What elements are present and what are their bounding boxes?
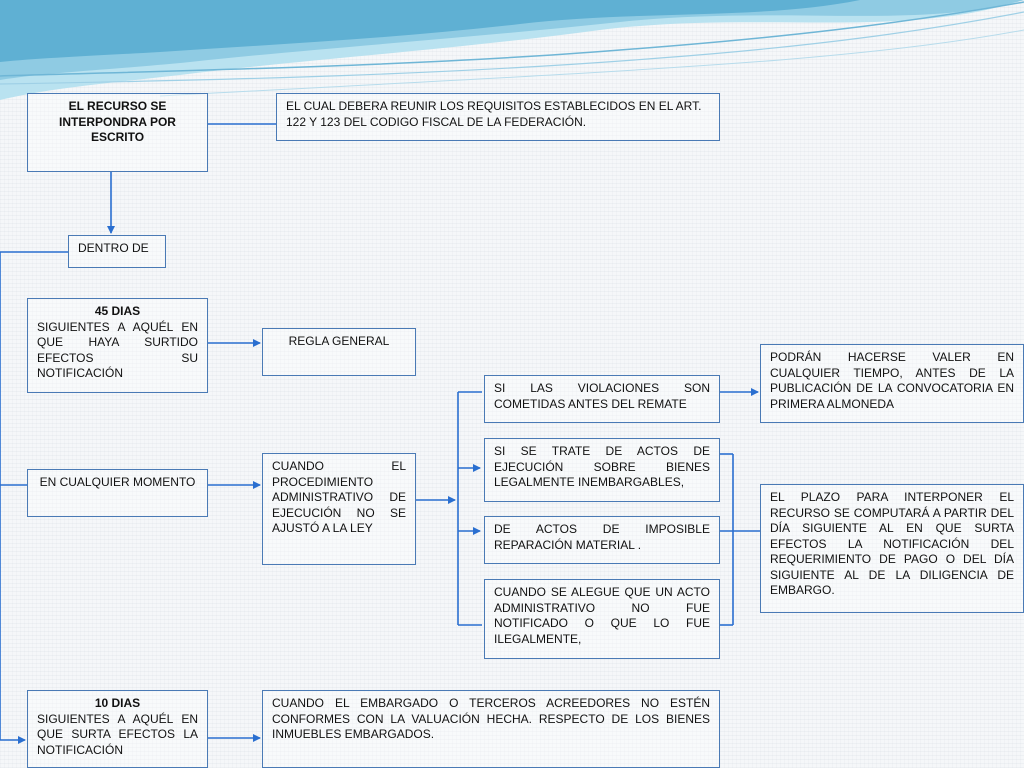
box-violaciones-text: SI LAS VIOLACIONES SON COMETIDAS ANTES D…	[494, 381, 710, 411]
box-no-notificado: CUANDO SE ALEGUE QUE UN ACTO ADMINISTRAT…	[484, 579, 720, 659]
box-45-dias-text: SIGUIENTES A AQUÉL EN QUE HAYA SURTIDO E…	[37, 319, 198, 381]
box-escrito-text: EL RECURSO SE INTERPONDRA POR ESCRITO	[59, 99, 176, 144]
box-podran: PODRÁN HACERSE VALER EN CUALQUIER TIEMPO…	[760, 344, 1024, 423]
box-no-notificado-text: CUANDO SE ALEGUE QUE UN ACTO ADMINISTRAT…	[494, 585, 710, 646]
box-plazo: EL PLAZO PARA INTERPONER EL RECURSO SE C…	[760, 484, 1024, 613]
box-inembargables-text: SI SE TRATE DE ACTOS DE EJECUCIÓN SOBRE …	[494, 444, 710, 489]
box-procedimiento: CUANDO EL PROCEDIMIENTO ADMINISTRATIVO D…	[262, 453, 416, 565]
box-regla-general: REGLA GENERAL	[262, 328, 416, 376]
box-dentro-de-text: DENTRO DE	[78, 241, 149, 255]
box-requisitos-text: EL CUAL DEBERA REUNIR LOS REQUISITOS EST…	[286, 99, 702, 129]
box-podran-text: PODRÁN HACERSE VALER EN CUALQUIER TIEMPO…	[770, 350, 1014, 411]
box-cualquier-momento: EN CUALQUIER MOMENTO	[27, 469, 208, 517]
box-violaciones: SI LAS VIOLACIONES SON COMETIDAS ANTES D…	[484, 375, 720, 423]
header-wave-decoration	[0, 0, 1024, 100]
box-inembargables: SI SE TRATE DE ACTOS DE EJECUCIÓN SOBRE …	[484, 438, 720, 502]
box-imposible-text: DE ACTOS DE IMPOSIBLE REPARACIÓN MATERIA…	[494, 522, 710, 552]
box-45-dias-title: 45 DIAS	[94, 304, 141, 318]
box-10-dias-text: SIGUIENTES A AQUÉL EN QUE SURTA EFECTOS …	[37, 711, 198, 757]
box-45-dias: 45 DIAS SIGUIENTES A AQUÉL EN QUE HAYA S…	[27, 298, 208, 393]
box-10-dias: 10 DIAS SIGUIENTES A AQUÉL EN QUE SURTA …	[27, 690, 208, 768]
box-cualquier-momento-text: EN CUALQUIER MOMENTO	[39, 475, 196, 489]
box-plazo-text: EL PLAZO PARA INTERPONER EL RECURSO SE C…	[770, 490, 1014, 597]
box-imposible: DE ACTOS DE IMPOSIBLE REPARACIÓN MATERIA…	[484, 516, 720, 564]
box-regla-general-text: REGLA GENERAL	[288, 334, 390, 348]
box-dentro-de: DENTRO DE	[68, 235, 166, 268]
box-escrito: EL RECURSO SE INTERPONDRA POR ESCRITO	[27, 93, 208, 172]
box-procedimiento-text: CUANDO EL PROCEDIMIENTO ADMINISTRATIVO D…	[272, 459, 406, 535]
box-requisitos: EL CUAL DEBERA REUNIR LOS REQUISITOS EST…	[276, 93, 720, 141]
box-embargado: CUANDO EL EMBARGADO O TERCEROS ACREEDORE…	[262, 690, 720, 768]
box-embargado-text: CUANDO EL EMBARGADO O TERCEROS ACREEDORE…	[272, 696, 710, 741]
box-10-dias-title: 10 DIAS	[94, 696, 141, 710]
